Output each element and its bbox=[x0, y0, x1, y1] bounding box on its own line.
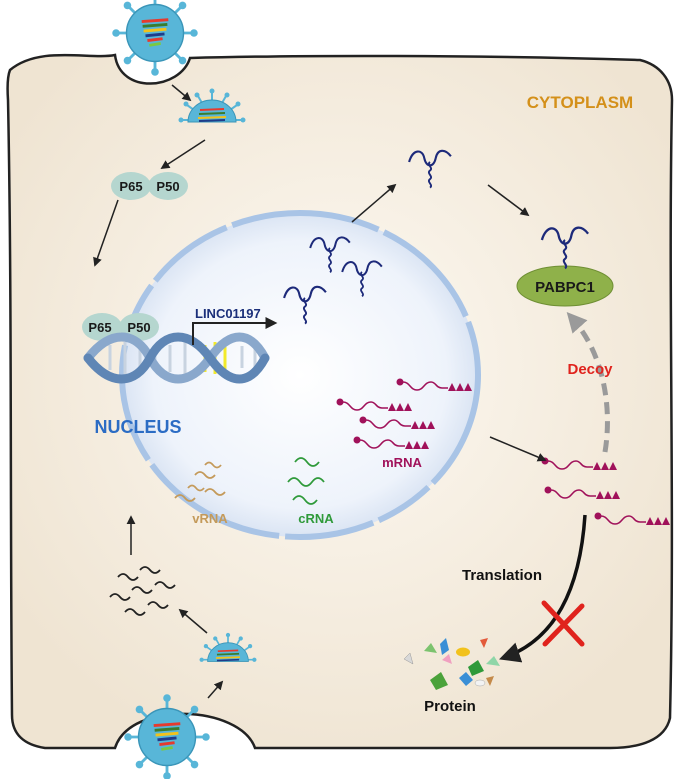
gene-label: LINC01197 bbox=[195, 306, 261, 321]
mrna-label: mRNA bbox=[382, 455, 422, 470]
cytoplasm-label: CYTOPLASM bbox=[527, 93, 633, 112]
crna-strands bbox=[287, 457, 325, 505]
crna-label: cRNA bbox=[298, 511, 334, 526]
p50-label-nucleus: P50 bbox=[127, 320, 150, 335]
decoy-arrow bbox=[566, 312, 610, 453]
vrna-strands bbox=[174, 461, 226, 502]
pabpc1-label: PABPC1 bbox=[535, 279, 595, 296]
nfkb-complex-cytoplasm: P65 P50 bbox=[111, 172, 188, 200]
protein-fragments-icon bbox=[403, 638, 500, 690]
pathway-arrows bbox=[93, 84, 547, 699]
viral-rna-segments bbox=[109, 566, 176, 616]
nucleus-label: NUCLEUS bbox=[94, 417, 181, 437]
protein-label: Protein bbox=[424, 698, 476, 715]
pabpc1-protein: PABPC1 bbox=[516, 226, 614, 307]
translation-label: Translation bbox=[462, 567, 542, 584]
transcription-start-arrow bbox=[192, 317, 278, 345]
p65-label: P65 bbox=[119, 179, 142, 194]
decoy-label: Decoy bbox=[567, 361, 613, 378]
virus-icon-bottom bbox=[122, 692, 212, 779]
block-x-icon bbox=[541, 600, 585, 647]
vrna-label: vRNA bbox=[192, 511, 228, 526]
virus-icon bbox=[110, 0, 200, 78]
p50-label: P50 bbox=[156, 179, 179, 194]
p65-label-nucleus: P65 bbox=[88, 320, 111, 335]
translation-arrow bbox=[499, 514, 587, 663]
dna-helix-icon bbox=[83, 332, 270, 384]
